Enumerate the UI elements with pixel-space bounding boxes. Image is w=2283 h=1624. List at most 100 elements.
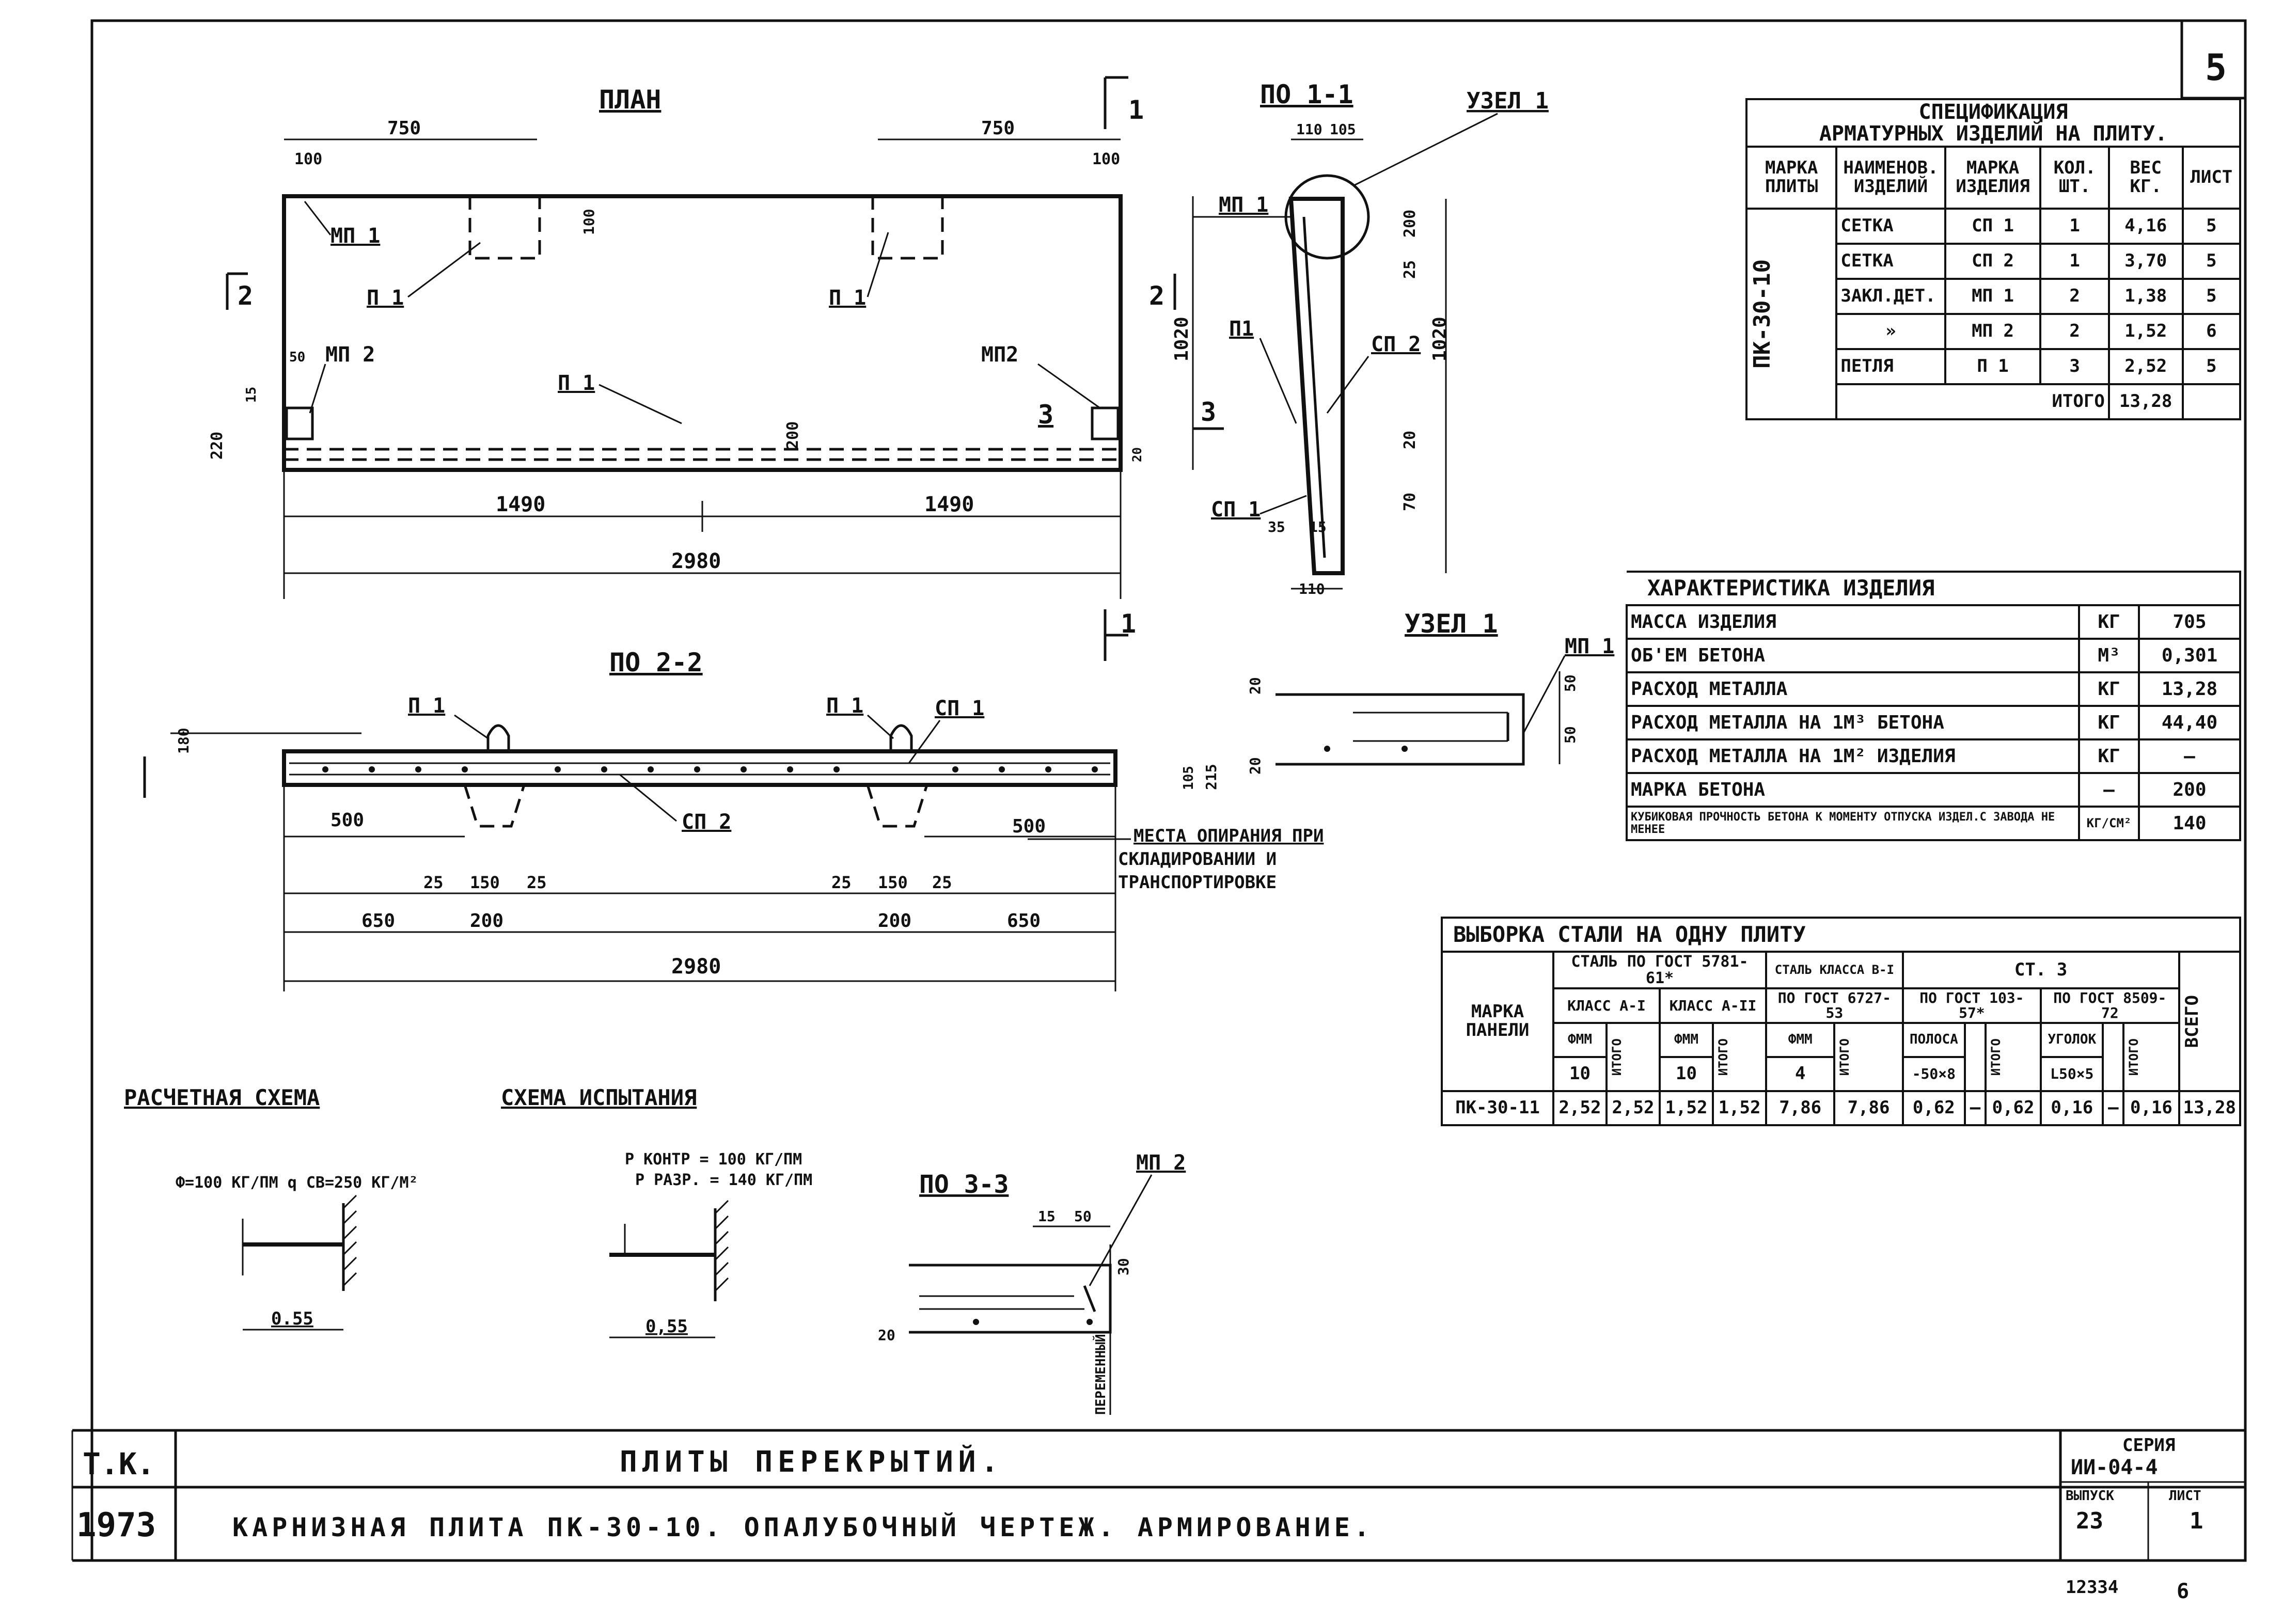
char-row: КУБИКОВАЯ ПРОЧНОСТЬ БЕТОНА К МОМЕНТУ ОТП…	[1626, 806, 2241, 841]
steel-group-st3: СТ. 3	[1901, 951, 2180, 989]
spec-panel-mark: ПК-30-10	[1749, 259, 1775, 369]
test-scheme-hatch	[714, 1200, 729, 1292]
s33-dim-15: 15	[1038, 1208, 1056, 1225]
node-1-dim-20-a: 20	[1247, 677, 1264, 695]
section-1-1-rebar	[1302, 216, 1326, 558]
steel-angle: УГОЛОК	[2040, 1021, 2104, 1058]
s22-leader-sp1	[908, 720, 941, 764]
steel-header-row-2: КЛАСС А-I КЛАСС А-II ПО ГОСТ 6727-53 ПО …	[1442, 987, 2240, 1024]
plan-dim-1020: 1020	[1171, 317, 1192, 361]
s22-dim-215: 215	[1203, 764, 1220, 790]
spec-total-value: 13,28	[2107, 383, 2184, 420]
plan-label-p1-b: П 1	[829, 286, 866, 310]
plan-dim-1490-left: 1490	[496, 493, 545, 516]
steel-itogo-angle-cell: ИТОГО	[2122, 1021, 2180, 1092]
char-unit: М³	[2078, 638, 2140, 673]
char-unit: КГ	[2078, 738, 2140, 774]
plan-leader-p1-b	[867, 232, 889, 297]
title-block-vypusk-label: ВЫПУСК	[2066, 1488, 2114, 1504]
steel-itogo-strip-empty	[1964, 1021, 1987, 1092]
s11-label-sp2: СП 2	[1371, 333, 1421, 356]
s22-dim-650-right: 650	[1007, 910, 1041, 932]
s33-dot-2	[1087, 1319, 1093, 1325]
cut-mark-2-left-label: 2	[238, 281, 253, 311]
steel-cell: –	[2102, 1090, 2125, 1126]
s33-leader-mp2	[1089, 1174, 1153, 1286]
archive-number: 12334	[2066, 1577, 2118, 1598]
char-unit: КГ	[2078, 671, 2140, 707]
title-block-list-value: 1	[2190, 1508, 2203, 1534]
plan-dim-15: 15	[244, 387, 259, 403]
s11-leader-p1	[1259, 338, 1297, 424]
calc-scheme-hatch	[342, 1194, 357, 1287]
title-block-year: 1973	[76, 1506, 156, 1544]
spec-row: ПЕТЛЯ П 1 3 2,52 5	[1746, 348, 2242, 385]
char-value: –	[2138, 738, 2241, 774]
test-scheme-p-break: Р РАЗР. = 140 КГ/ПМ	[635, 1171, 812, 1189]
s11-label-mp1: МП 1	[1219, 193, 1268, 217]
calc-scheme-load: Ф=100 КГ/ПМ q СВ=250 КГ/М²	[176, 1174, 418, 1192]
char-name: МАРКА БЕТОНА	[1626, 772, 2080, 808]
spec-cell: СЕТКА	[1835, 208, 1946, 245]
plan-dim-100-mid: 100	[580, 209, 597, 235]
steel-group-b1: СТАЛЬ КЛАССА В-I	[1765, 951, 1904, 989]
char-value: 200	[2138, 772, 2241, 808]
spec-cell: МП 2	[1944, 313, 2042, 350]
steel-header-row-1: МАРКА ПАНЕЛИ СТАЛЬ ПО ГОСТ 5781-61* СТАЛ…	[1441, 951, 2242, 1092]
steel-size-strip: -50×8	[1901, 1055, 1966, 1092]
node-1-callout: УЗЕЛ 1	[1467, 88, 1549, 114]
spec-header-cell: НАИМЕНОВ. ИЗДЕЛИЙ	[1835, 146, 1946, 210]
plan-leader-mp2-left	[309, 364, 326, 414]
char-row: РАСХОД МЕТАЛЛА КГ 13,28	[1626, 671, 2241, 707]
steel-size-a1: 10	[1552, 1055, 1608, 1092]
spec-cell: СП 1	[1944, 208, 2042, 245]
spec-row: ПК-30-10 СЕТКА СП 1 1 4,16 5	[1745, 208, 2242, 420]
s33-dim-30: 30	[1115, 1258, 1132, 1275]
char-title: ХАРАКТЕРИСТИКА ИЗДЕЛИЯ	[1627, 571, 2241, 606]
steel-itogo-b1-cell: ИТОГО	[1833, 1021, 1904, 1092]
steel-strip: ПОЛОСА	[1901, 1021, 1966, 1058]
s11-dim-35: 35	[1268, 518, 1285, 535]
s22-loop-right	[889, 724, 913, 751]
plan-dim-100-right: 100	[1092, 150, 1120, 168]
steel-header-row-3: ФММ ИТОГО ФММ ИТОГО ФММ ИТОГО ПОЛОСА ИТО…	[1442, 1021, 2240, 1092]
steel-size-angle: L50×5	[2040, 1055, 2104, 1092]
spec-cell: 5	[2181, 208, 2242, 245]
node-1-label-mp1: МП 1	[1565, 635, 1614, 658]
cut-mark-2-right-label: 2	[1149, 281, 1164, 311]
plan-dim-100-left: 100	[294, 150, 322, 168]
steel-gost8509: ПО ГОСТ 8509-72	[2040, 987, 2180, 1024]
s22-leader-sp2	[619, 774, 677, 822]
calc-scheme-span: 0.55	[271, 1308, 313, 1329]
steel-cell: 7,86	[1833, 1090, 1904, 1126]
s22-loop-left	[486, 724, 510, 751]
test-scheme-title: СХЕМА ИСПЫТАНИЯ	[501, 1085, 697, 1110]
steel-cell: 1,52	[1711, 1090, 1768, 1126]
s22-dim-25-d: 25	[932, 873, 952, 892]
s22-label-p1-left: П 1	[408, 694, 445, 718]
char-name: РАСХОД МЕТАЛЛА НА 1М³ БЕТОНА	[1626, 705, 2080, 740]
spec-header-cell: КОЛ. ШТ.	[2039, 146, 2110, 210]
char-name: КУБИКОВАЯ ПРОЧНОСТЬ БЕТОНА К МОМЕНТУ ОТП…	[1626, 806, 2080, 841]
spec-cell: 1,52	[2107, 313, 2184, 350]
spec-cell: 5	[2181, 243, 2242, 280]
test-scheme-span: 0,55	[645, 1316, 688, 1337]
s33-outline	[909, 1264, 1112, 1334]
char-row: ОБ'ЕМ БЕТОНА М³ 0,301	[1626, 638, 2241, 673]
s11-dim-25: 25	[1401, 260, 1419, 279]
s11-dim-200: 200	[1401, 210, 1419, 238]
spec-header-row: МАРКА ПЛИТЫ НАИМЕНОВ. ИЗДЕЛИЙ МАРКА ИЗДЕ…	[1745, 146, 2242, 210]
plan-dim-750-left: 750	[387, 118, 421, 139]
char-unit: –	[2078, 772, 2140, 808]
steel-gost6727: ПО ГОСТ 6727-53	[1765, 987, 1904, 1024]
steel-cell: 0,62	[1984, 1090, 2042, 1126]
s11-dim-110: 110	[1296, 121, 1322, 138]
cut-mark-3-right-label: 3	[1201, 397, 1216, 427]
plan-dim-220: 220	[208, 432, 226, 460]
steel-col-vsego-cell: ВСЕГО	[2178, 951, 2242, 1092]
steel-itogo-b1: ИТОГО	[1837, 1038, 1852, 1076]
s22-support-note-2: СКЛАДИРОВАНИИ И	[1118, 849, 1277, 870]
steel-itogo-strip-cell: ИТОГО	[1984, 1021, 2042, 1092]
